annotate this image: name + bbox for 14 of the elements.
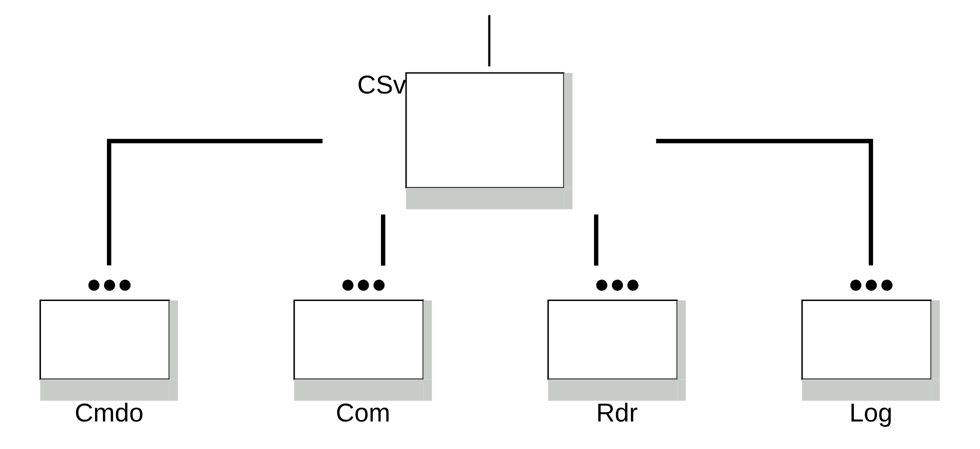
node-label: Log bbox=[849, 399, 892, 428]
node-label: Rdr bbox=[596, 399, 638, 428]
connector bbox=[656, 138, 874, 266]
connector bbox=[380, 214, 386, 266]
node-label: Com bbox=[336, 399, 390, 428]
node-label: ●●● bbox=[848, 270, 895, 298]
node-label: Cmdo bbox=[74, 399, 144, 428]
connector bbox=[594, 214, 598, 266]
node-label: ●●● bbox=[86, 270, 133, 298]
node-label: ●●● bbox=[594, 270, 641, 298]
node-label: CSv bbox=[357, 72, 406, 100]
connector bbox=[106, 138, 323, 266]
connector bbox=[488, 15, 490, 66]
node-label: ●●● bbox=[340, 270, 387, 298]
